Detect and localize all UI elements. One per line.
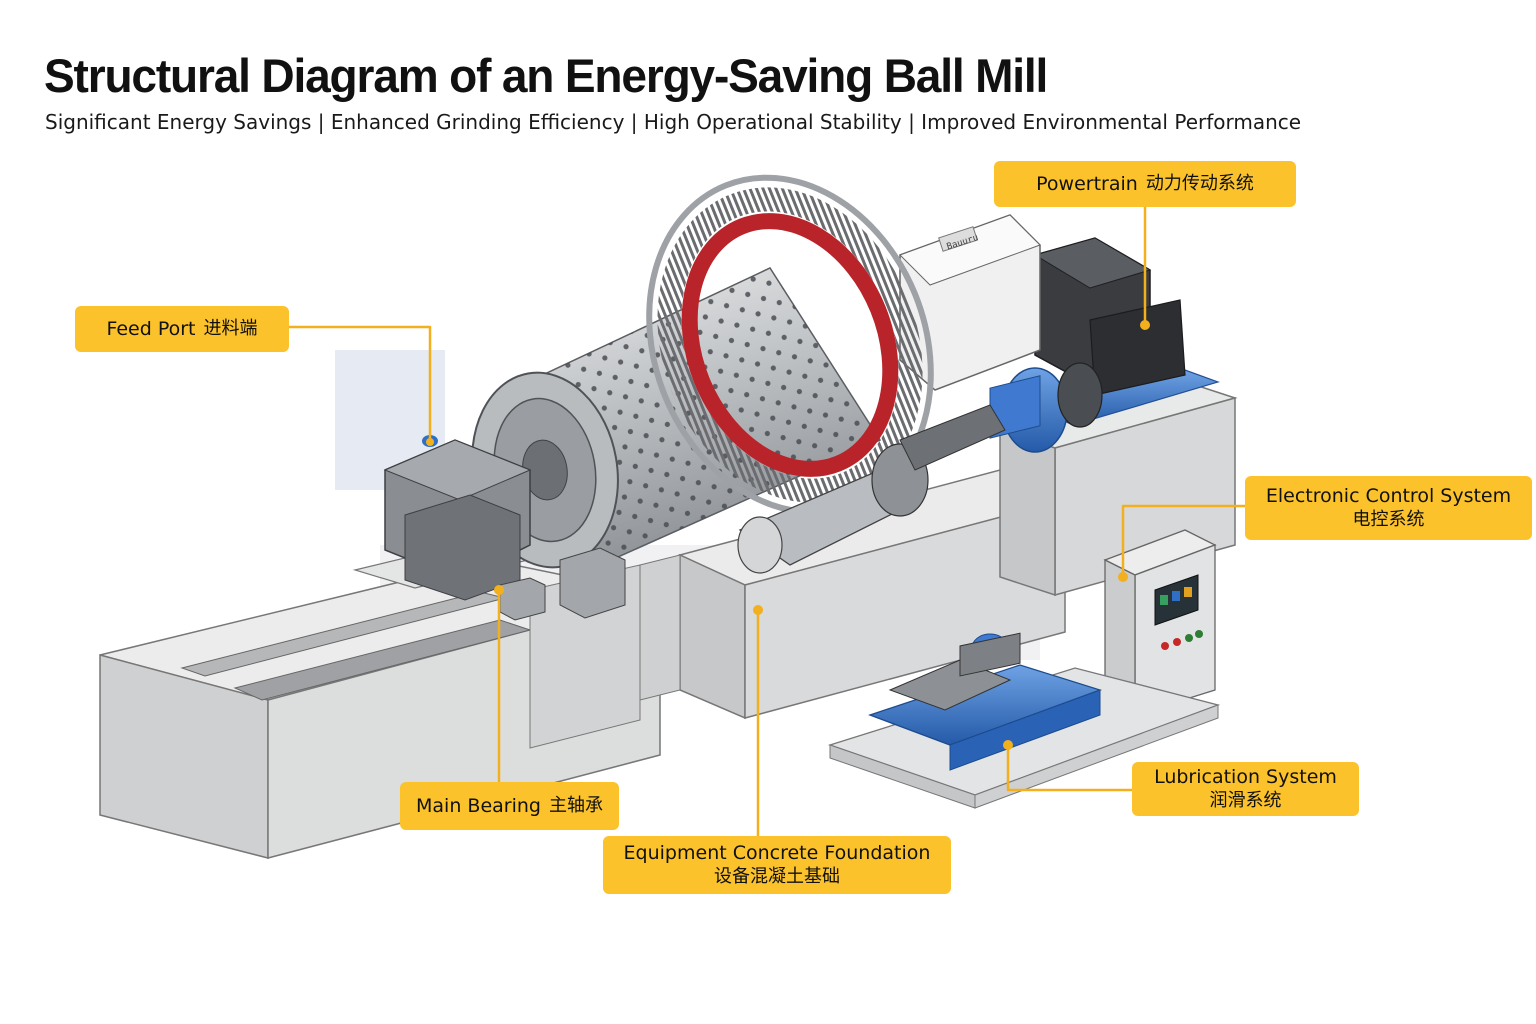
- page-title: Structural Diagram of an Energy-Saving B…: [44, 49, 1048, 102]
- label-powertrain: Powertrain 动力传动系统: [994, 161, 1296, 207]
- lubrication-station: [827, 632, 1221, 809]
- label-feed-port-zh: 进料端: [203, 318, 258, 339]
- label-lubrication-en: Lubrication System: [1154, 766, 1337, 788]
- page-subtitle: Significant Energy Savings | Enhanced Gr…: [45, 110, 1302, 134]
- label-feed-port-en: Feed Port: [106, 318, 196, 340]
- leader-feed-port: [286, 325, 432, 444]
- control-cabinet: [1103, 529, 1217, 717]
- blue-coupling: [989, 362, 1103, 453]
- trunnion-supports: [499, 547, 626, 621]
- label-foundation-en: Equipment Concrete Foundation: [623, 842, 931, 864]
- pinion-shaft-motor: [737, 404, 1006, 574]
- gearbox-housing: [1033, 237, 1186, 396]
- label-electronic-control-zh: 电控系统: [1352, 509, 1425, 530]
- label-powertrain-zh: 动力传动系统: [1145, 173, 1254, 194]
- label-main-bearing-en: Main Bearing: [416, 795, 541, 817]
- drive-unit: Bauuru: [899, 214, 1041, 391]
- label-powertrain-en: Powertrain: [1036, 173, 1138, 195]
- label-lubrication: Lubrication System 润滑系统: [1132, 762, 1359, 816]
- label-main-bearing-zh: 主轴承: [548, 795, 603, 816]
- label-lubrication-zh: 润滑系统: [1209, 790, 1282, 811]
- label-foundation-zh: 设备混凝土基础: [714, 866, 840, 887]
- leader-electronic-control: [1121, 504, 1247, 579]
- label-main-bearing: Main Bearing 主轴承: [400, 782, 619, 830]
- leader-lubrication: [1006, 743, 1134, 792]
- leader-lines: [286, 204, 1247, 838]
- feed-port-assembly: [383, 435, 532, 601]
- label-electronic-control-en: Electronic Control System: [1265, 485, 1512, 507]
- label-electronic-control: Electronic Control System 电控系统: [1245, 476, 1532, 540]
- label-foundation: Equipment Concrete Foundation 设备混凝土基础: [603, 836, 951, 894]
- label-feed-port: Feed Port 进料端: [75, 306, 289, 352]
